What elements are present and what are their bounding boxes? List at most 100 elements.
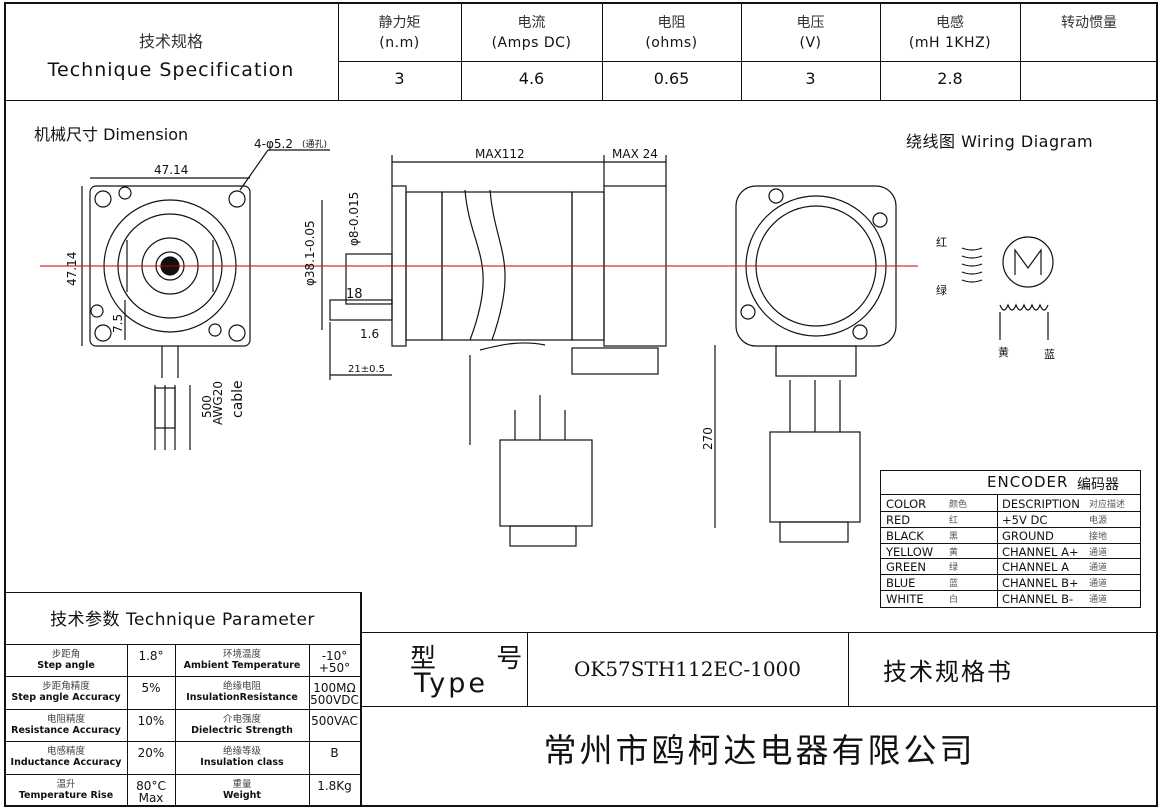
rear-view [714, 185, 897, 543]
header-bottom-line [4, 100, 1158, 101]
side-view [321, 155, 667, 547]
param-value: 1.8° [138, 649, 164, 663]
encoder-table: ENCODER 编码器 COLOR 颜色 DESCRIPTION 对应描述 RE… [880, 470, 1141, 608]
mount-hole [94, 190, 112, 208]
title-block-mid [361, 706, 1158, 707]
param-label-cn: 绝缘电阻 [222, 681, 261, 693]
spec-title-en: Technique Specification [47, 59, 295, 81]
dim-label: AWG20 [211, 381, 225, 425]
encoder-cell: GREEN [886, 560, 927, 575]
wiring-diagram [961, 236, 1054, 340]
dim-label: MAX 24 [612, 147, 658, 161]
param-value: 500VAC [311, 713, 358, 728]
header-divider [602, 2, 603, 100]
header-mid-line [338, 61, 1158, 62]
dim-label: φ8-0.015 [347, 192, 361, 246]
param-label-cn: 绝缘等级 [222, 746, 261, 758]
spec-title-cn: 技术规格 [138, 32, 203, 51]
param-label-en: Step angle [37, 660, 95, 671]
type-label-en: Type [414, 668, 489, 699]
spec-col-value: 3 [394, 69, 405, 88]
dim-label: M [1017, 246, 1041, 279]
dim-label: 1.6 [360, 327, 379, 341]
param-value: 10% [137, 713, 165, 728]
param-label-en: Temperature Rise [18, 789, 114, 801]
spec-col-cn: 静力矩 [378, 15, 421, 31]
param-value: 20% [137, 746, 165, 761]
hdr-desc-cn: 对应描述 [1089, 500, 1126, 510]
dim-label: 绿 [936, 283, 947, 297]
type-label-cn: 型 号 [410, 644, 549, 674]
encoder-cell: RED [886, 513, 911, 527]
encoder-cell: 黄 [949, 547, 959, 558]
encoder-cell: 通道 [1089, 595, 1108, 605]
title-block-top [361, 632, 1158, 633]
encoder-cell: 红 [949, 516, 959, 526]
model-number: OK57STH112EC-1000 [573, 657, 801, 681]
company-name: 常州市鸥柯达电器有限公司 [543, 731, 976, 770]
encoder-title-cn: 编码器 [1077, 477, 1119, 493]
spec-col-unit: (ohms) [645, 35, 698, 51]
encoder-cell: CHANNEL A+ [1002, 544, 1079, 559]
encoder-cell: 通道 [1089, 547, 1108, 558]
encoder-cell: 通道 [1089, 579, 1108, 590]
hdr-color: COLOR [886, 497, 927, 511]
param-value: 5% [141, 681, 161, 696]
dim-label: 47.14 [65, 252, 79, 286]
encoder-cell: 电源 [1089, 516, 1108, 526]
title-block-left [361, 592, 362, 807]
param-label-en: Weight [223, 789, 261, 801]
spec-col-unit: (V) [799, 35, 822, 51]
param-label-cn: 介电强度 [222, 713, 261, 725]
encoder-cell: +5V DC [1002, 513, 1048, 527]
dim-label: MAX112 [475, 147, 525, 161]
title-block-div [527, 632, 528, 706]
spec-col-cn: 转动惯量 [1061, 15, 1117, 31]
encoder-cell: BLACK [886, 528, 924, 543]
dim-label: 270 [701, 427, 715, 450]
header-divider [338, 2, 339, 100]
encoder-cell: 接地 [1089, 531, 1108, 542]
spec-col-unit: (mH 1KHZ) [908, 35, 992, 51]
dim-label: φ38.1-0.05 [303, 220, 317, 286]
dim-label: 蓝 [1044, 348, 1055, 361]
param-label-en: InsulationResistance [186, 692, 298, 704]
dim-label: 47.14 [154, 163, 188, 177]
spec-col-cn: 电压 [796, 15, 825, 31]
encoder-cell: BLUE [886, 576, 916, 591]
param-label-en: Ambient Temperature [183, 660, 301, 671]
encoder-cell: 绿 [949, 563, 959, 574]
encoder-cell: GROUND [1002, 528, 1054, 543]
encoder-cell: 蓝 [949, 579, 959, 590]
mount-hole [94, 324, 112, 342]
param-title: 技术参数 Technique Parameter [50, 610, 315, 630]
spec-col-value: 2.8 [937, 69, 963, 88]
wiring-title: 绕线图 Wiring Diagram [906, 132, 1094, 151]
dim-label: (通孔) [302, 139, 327, 150]
param-label-cn: 电阻精度 [46, 713, 85, 725]
encoder-cell: CHANNEL A [1002, 560, 1069, 575]
encoder-cell: CHANNEL B- [1002, 592, 1074, 606]
header-divider [741, 2, 742, 100]
param-value: 80°C Max [136, 778, 166, 805]
param-value: B [330, 746, 339, 761]
encoder-cell: YELLOW [886, 544, 934, 559]
spec-col-cn: 电流 [517, 15, 546, 31]
dim-label: 红 [936, 236, 947, 249]
encoder-cell: CHANNEL B+ [1002, 576, 1079, 591]
param-label-en: Step angle Accuracy [11, 692, 121, 704]
param-label-en: Resistance Accuracy [11, 724, 121, 736]
dim-label: cable [230, 380, 246, 418]
param-label-cn: 步距角精度 [42, 681, 90, 693]
mount-hole [228, 190, 246, 208]
dim-label: 500 [200, 395, 214, 418]
param-value: 100MΩ 500VDC [310, 681, 359, 708]
